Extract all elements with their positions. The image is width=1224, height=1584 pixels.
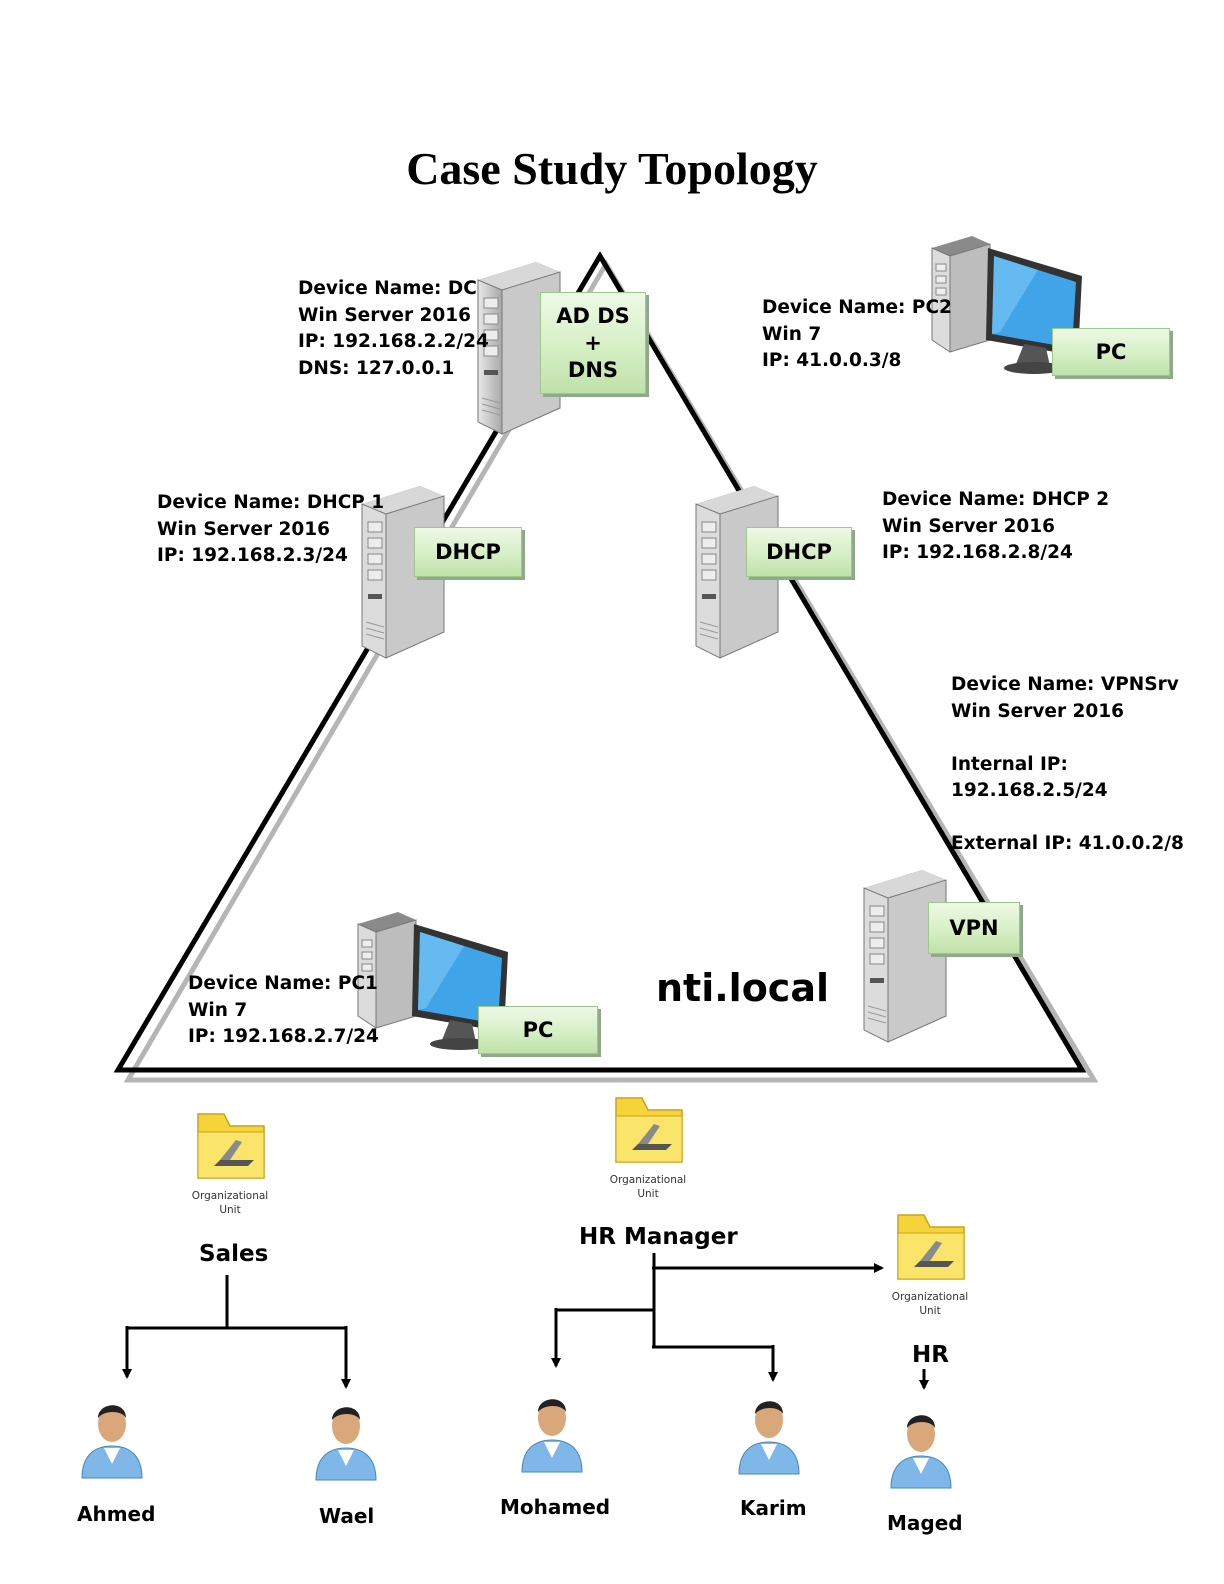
dhcp1-label-line: Win Server 2016 — [157, 518, 331, 540]
vpn-role-label: VPN — [949, 915, 999, 940]
ou-caption-line: Organizational — [191, 1190, 269, 1202]
hr-manager-tree — [551, 1253, 929, 1390]
hr-manager-ou-folder-icon — [615, 1097, 683, 1163]
vpn-role-box: VPN — [928, 902, 1020, 954]
wael-user-icon — [315, 1407, 377, 1481]
pc1-role-box: PC — [478, 1006, 598, 1054]
hr-ou-caption: Organizational Unit — [875, 1290, 985, 1318]
dc-role-line: AD DS — [556, 303, 630, 328]
vpn-label-line: Win Server 2016 — [951, 700, 1125, 722]
vpn-label-line — [951, 725, 1184, 752]
user-name-ahmed: Ahmed — [77, 1502, 156, 1526]
network-triangle-shadow — [123, 259, 1099, 1083]
pc1-computer-icon — [357, 912, 508, 1050]
karim-user-icon — [738, 1401, 800, 1475]
pc1-label-line: Win 7 — [188, 999, 248, 1021]
dc-label-line: IP: 192.168.2.2/24 — [298, 331, 489, 352]
sales-ou-folder-icon — [197, 1113, 265, 1179]
dhcp2-label-line: IP: 192.168.2.8/24 — [882, 542, 1073, 563]
hr-ou-folder-icon — [897, 1214, 965, 1280]
ahmed-user-icon — [81, 1405, 143, 1479]
pc2-role-box: PC — [1052, 328, 1170, 376]
maged-user-icon — [890, 1415, 952, 1489]
ou-caption-line: Unit — [637, 1188, 659, 1200]
dc-label-line: Win Server 2016 — [298, 304, 472, 326]
dhcp1-role-box: DHCP — [414, 527, 522, 577]
dc-label: Device Name: DC Win Server 2016 IP: 192.… — [298, 276, 489, 382]
vpn-label-line: External IP: 41.0.0.2/8 — [951, 833, 1184, 854]
hr-manager-ou-label: HR Manager — [579, 1224, 738, 1250]
page-title: Case Study Topology — [406, 143, 818, 194]
dc-role-line: + — [584, 330, 602, 355]
dhcp1-role-label: DHCP — [435, 539, 501, 564]
dhcp2-role-box: DHCP — [746, 527, 852, 577]
dhcp2-label-line: Win Server 2016 — [882, 515, 1056, 537]
vpn-label-line: 192.168.2.5/24 — [951, 780, 1108, 801]
vpn-label-line — [951, 805, 1184, 832]
user-name-wael: Wael — [319, 1504, 375, 1528]
dc-role-box: AD DS + DNS — [540, 292, 646, 394]
user-name-karim: Karim — [740, 1496, 807, 1520]
network-triangle — [113, 251, 1087, 1073]
pc1-label-line: IP: 192.168.2.7/24 — [188, 1026, 379, 1047]
pc1-label: Device Name: PC1 Win 7 IP: 192.168.2.7/2… — [188, 971, 379, 1051]
dhcp1-label: Device Name: DHCP 1 Win Server 2016 IP: … — [157, 490, 384, 570]
mohamed-user-icon — [521, 1399, 583, 1473]
vpn-label: Device Name: VPNSrv Win Server 2016 Inte… — [951, 672, 1184, 858]
sales-tree — [122, 1275, 351, 1389]
vpn-server-icon — [863, 870, 947, 1043]
dhcp1-label-line: IP: 192.168.2.3/24 — [157, 545, 348, 566]
domain-label: nti.local — [656, 966, 830, 1010]
vpn-label-line: Device Name: VPNSrv — [951, 674, 1179, 695]
pc2-label-line: IP: 41.0.0.3/8 — [762, 350, 902, 371]
dhcp1-label-line: Device Name: DHCP 1 — [157, 492, 385, 513]
dhcp2-label-line: Device Name: DHCP 2 — [882, 489, 1110, 510]
pc2-role-label: PC — [1095, 339, 1127, 364]
hr-ou-label: HR — [912, 1342, 949, 1368]
user-name-maged: Maged — [887, 1511, 963, 1535]
dhcp2-role-label: DHCP — [766, 539, 832, 564]
pc2-label-line: Win 7 — [762, 323, 822, 345]
ou-caption-line: Unit — [919, 1305, 941, 1317]
user-name-mohamed: Mohamed — [500, 1495, 611, 1519]
pc1-label-line: Device Name: PC1 — [188, 973, 378, 994]
pc2-label-line: Device Name: PC2 — [762, 297, 952, 318]
sales-ou-caption: Organizational Unit — [175, 1189, 285, 1217]
vpn-label-line: Internal IP: — [951, 753, 1068, 775]
ou-caption-line: Unit — [219, 1204, 241, 1216]
hr-manager-ou-caption: Organizational Unit — [593, 1173, 703, 1201]
pc2-label: Device Name: PC2 Win 7 IP: 41.0.0.3/8 — [762, 295, 952, 375]
sales-ou-label: Sales — [199, 1241, 269, 1267]
ou-caption-line: Organizational — [891, 1291, 969, 1303]
ou-caption-line: Organizational — [609, 1174, 687, 1186]
dc-label-line: DNS: 127.0.0.1 — [298, 357, 455, 379]
dhcp2-label: Device Name: DHCP 2 Win Server 2016 IP: … — [882, 487, 1109, 567]
dc-label-line: Device Name: DC — [298, 278, 477, 299]
pc1-role-label: PC — [522, 1017, 554, 1042]
dc-role-line: DNS — [567, 357, 619, 382]
